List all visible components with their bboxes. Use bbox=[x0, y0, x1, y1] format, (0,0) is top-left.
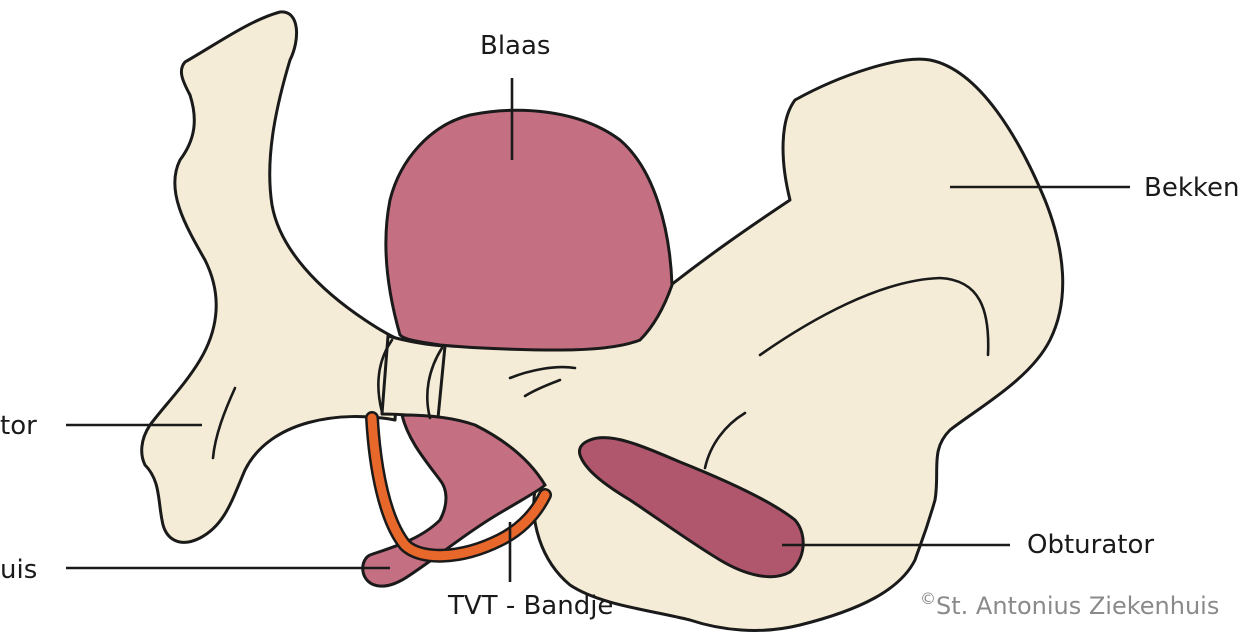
label-pelvis: Bekken bbox=[1144, 173, 1240, 203]
credit-text: St. Antonius Ziekenhuis bbox=[936, 592, 1219, 620]
label-urethra: uis bbox=[0, 555, 37, 585]
copyright-symbol: © bbox=[920, 589, 936, 608]
label-obturator-left: tor bbox=[0, 411, 37, 441]
left-pelvic-bone bbox=[142, 12, 400, 542]
label-bladder: Blaas bbox=[480, 31, 550, 61]
bladder bbox=[386, 110, 672, 350]
copyright-credit: ©St. Antonius Ziekenhuis bbox=[920, 589, 1219, 620]
pubic-symphysis bbox=[382, 336, 445, 418]
label-obturator-right: Obturator bbox=[1027, 530, 1154, 560]
label-tvt: TVT - Bandje bbox=[447, 591, 613, 621]
